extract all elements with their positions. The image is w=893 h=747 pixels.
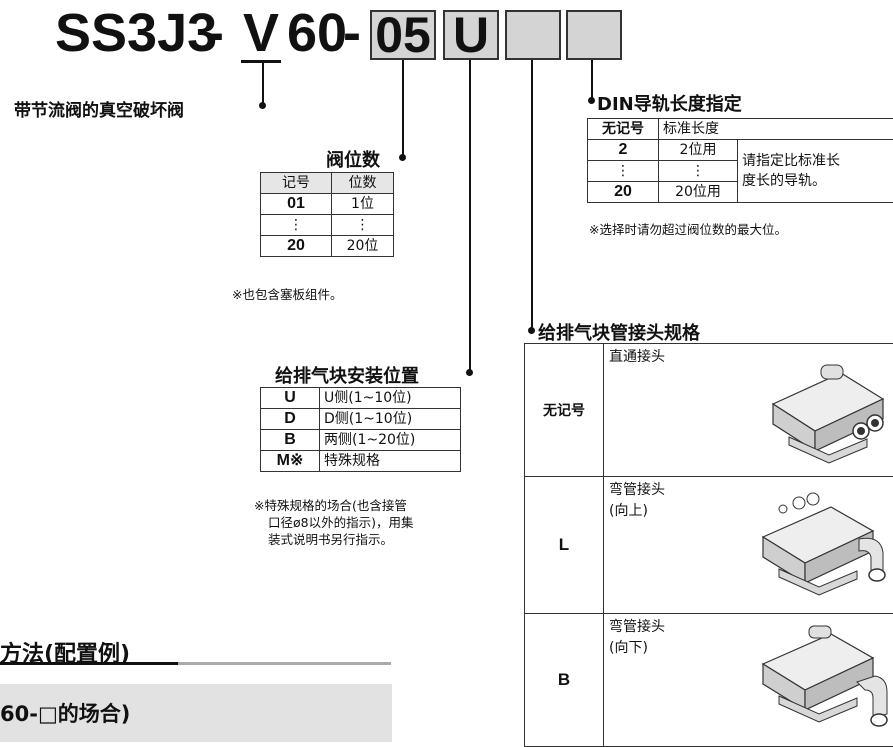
- din-merged-line: 请指定比标准长: [742, 151, 892, 171]
- supply-title: 给排气块安装位置: [275, 362, 419, 388]
- supply-code: D: [261, 409, 320, 430]
- din-connector-line: [591, 60, 593, 100]
- stations-connector-dot: [399, 154, 406, 161]
- stations-row-value: 1位: [332, 194, 394, 215]
- fitting-key: 无记号: [525, 344, 604, 477]
- stations-header-symbol: 记号: [261, 173, 332, 194]
- supply-desc: D侧(1~10位): [320, 409, 461, 430]
- fitting-row-elbow-down: 弯管接头 (向下): [604, 614, 893, 747]
- din-desc: 20位用: [659, 182, 738, 203]
- straight-fitting-image: [759, 359, 889, 464]
- v-connector-line: [262, 62, 264, 106]
- din-desc: 2位用: [659, 140, 738, 161]
- supply-note-line: ※特殊规格的场合(也含接管: [254, 497, 476, 514]
- stations-title: 阀位数: [326, 146, 380, 172]
- v-underline: [241, 60, 281, 63]
- din-desc: 标准长度: [659, 119, 893, 140]
- vacuum-release-label: 带节流阀的真空破坏阀: [14, 96, 184, 121]
- code-box-din: [566, 10, 622, 60]
- din-code: 无记号: [588, 119, 659, 140]
- din-merged-line: 度长的导轨。: [742, 171, 892, 191]
- supply-code: U: [261, 388, 320, 409]
- supply-note: ※特殊规格的场合(也含接管 口径ø8以外的指示)，用集 装式说明书另行指示。: [254, 497, 476, 548]
- fitting-key: L: [525, 477, 604, 614]
- din-code: 2: [588, 140, 659, 161]
- fitting-connector-dot: [528, 327, 535, 334]
- model-num: 60: [287, 6, 347, 60]
- section-heading-rule-light: [178, 662, 391, 665]
- fitting-row-straight: 直通接头: [604, 344, 893, 477]
- code-box-supply-position: U: [443, 10, 499, 60]
- stations-row-ellipsis: ⋮: [332, 215, 394, 236]
- supply-desc: U侧(1~10位): [320, 388, 461, 409]
- supply-desc: 两侧(1~20位): [320, 430, 461, 451]
- supply-desc: 特殊规格: [320, 451, 461, 472]
- elbow-down-fitting-image: [749, 624, 889, 734]
- fitting-title: 给排气块管接头规格: [538, 319, 700, 345]
- model-dash-1: -: [206, 6, 224, 60]
- stations-row-code: 01: [261, 194, 332, 215]
- stations-row-ellipsis: ⋮: [261, 215, 332, 236]
- section-subheading-band: 60-□的场合): [0, 684, 392, 742]
- din-desc: ⋮: [659, 161, 738, 182]
- stations-connector-line: [402, 60, 404, 157]
- supply-connector-dot: [466, 369, 473, 376]
- supply-code: M※: [261, 451, 320, 472]
- model-code: SS3J3: [55, 6, 217, 60]
- supply-note-line: 装式说明书另行指示。: [254, 531, 476, 548]
- din-connector-dot: [588, 97, 595, 104]
- section-heading-rule-dark: [0, 662, 178, 665]
- model-dash-2: -: [343, 6, 361, 60]
- din-code: ⋮: [588, 161, 659, 182]
- din-merged-note: 请指定比标准长 度长的导轨。: [738, 140, 893, 203]
- stations-header-count: 位数: [332, 173, 394, 194]
- v-connector-dot: [259, 102, 266, 109]
- model-prefix: SS3J3: [55, 3, 217, 63]
- stations-note: ※也包含塞板组件。: [232, 286, 342, 303]
- stations-row-code: 20: [261, 236, 332, 257]
- fitting-key: B: [525, 614, 604, 747]
- supply-code: B: [261, 430, 320, 451]
- model-v: V: [243, 6, 279, 60]
- fitting-table: 无记号 直通接头 L 弯管接头 (向上): [524, 343, 893, 747]
- fitting-row-elbow-up: 弯管接头 (向上): [604, 477, 893, 614]
- supply-connector-line: [469, 60, 471, 372]
- din-title: DIN导轨长度指定: [597, 90, 742, 116]
- supply-note-line: 口径ø8以外的指示)，用集: [254, 514, 476, 531]
- fitting-connector-line: [531, 60, 533, 330]
- din-code: 20: [588, 182, 659, 203]
- section-subheading: 60-□的场合): [0, 698, 130, 728]
- code-box-stations: 05: [370, 10, 436, 60]
- din-note: ※选择时请勿超过阀位数的最大位。: [589, 221, 787, 238]
- stations-row-value: 20位: [332, 236, 394, 257]
- code-box-fitting: [505, 10, 561, 60]
- elbow-up-fitting-image: [749, 489, 889, 599]
